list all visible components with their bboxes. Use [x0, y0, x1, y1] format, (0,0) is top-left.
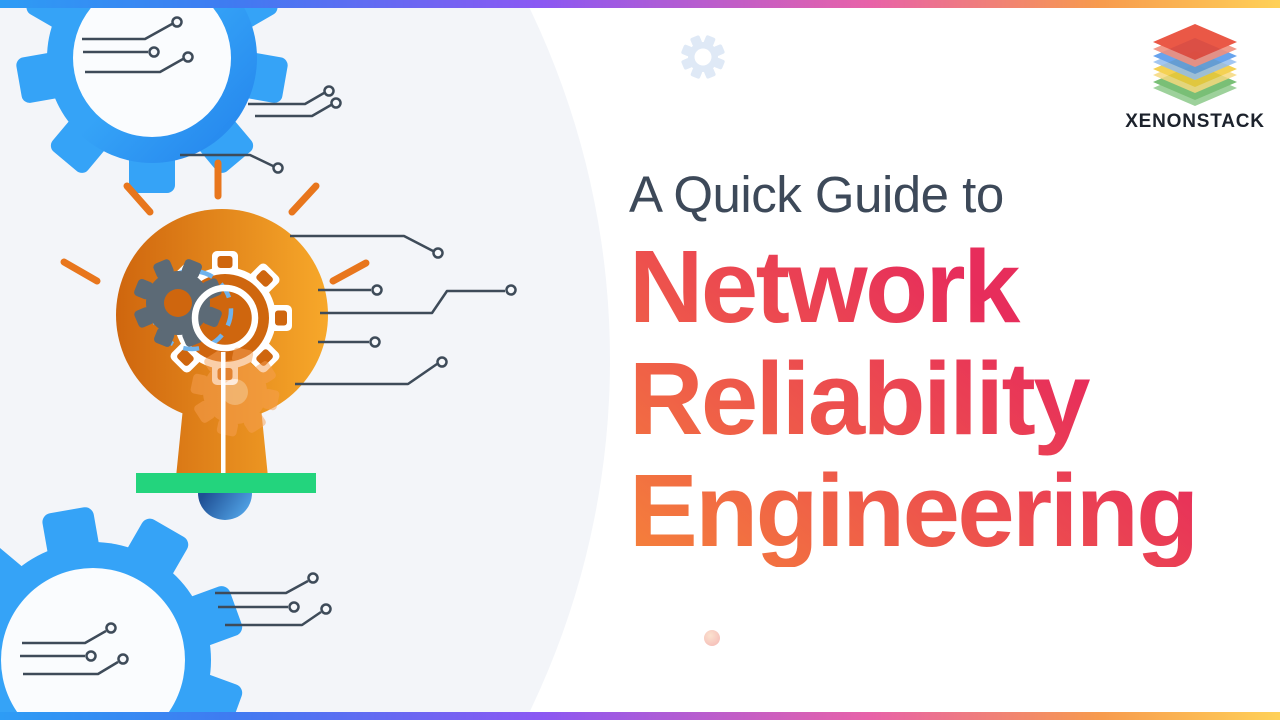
eyebrow-text: A Quick Guide to: [629, 166, 1004, 223]
lightbulb-icon: [60, 159, 370, 520]
title-line-1: Network: [629, 228, 1018, 344]
filament-line: [221, 352, 226, 476]
circuit-lines: [20, 16, 517, 676]
bulb-base-bar: [136, 473, 316, 493]
pink-dot: [704, 630, 720, 646]
brand-logo: XENONSTACK: [1122, 24, 1268, 133]
bottom-edge-gradient-bar: [0, 712, 1280, 720]
bulb-tip: [198, 493, 252, 520]
title-line-3: Engineering: [629, 453, 1197, 569]
layered-stack-icon: [1153, 24, 1237, 106]
light-rays: [60, 159, 370, 285]
brand-name: XENONSTACK: [1125, 111, 1265, 132]
top-edge-gradient-bar: [0, 0, 1280, 8]
faint-gear-icon: [681, 35, 725, 79]
title-line-2: Reliability: [629, 340, 1089, 456]
faded-gear-icon: [190, 347, 280, 437]
